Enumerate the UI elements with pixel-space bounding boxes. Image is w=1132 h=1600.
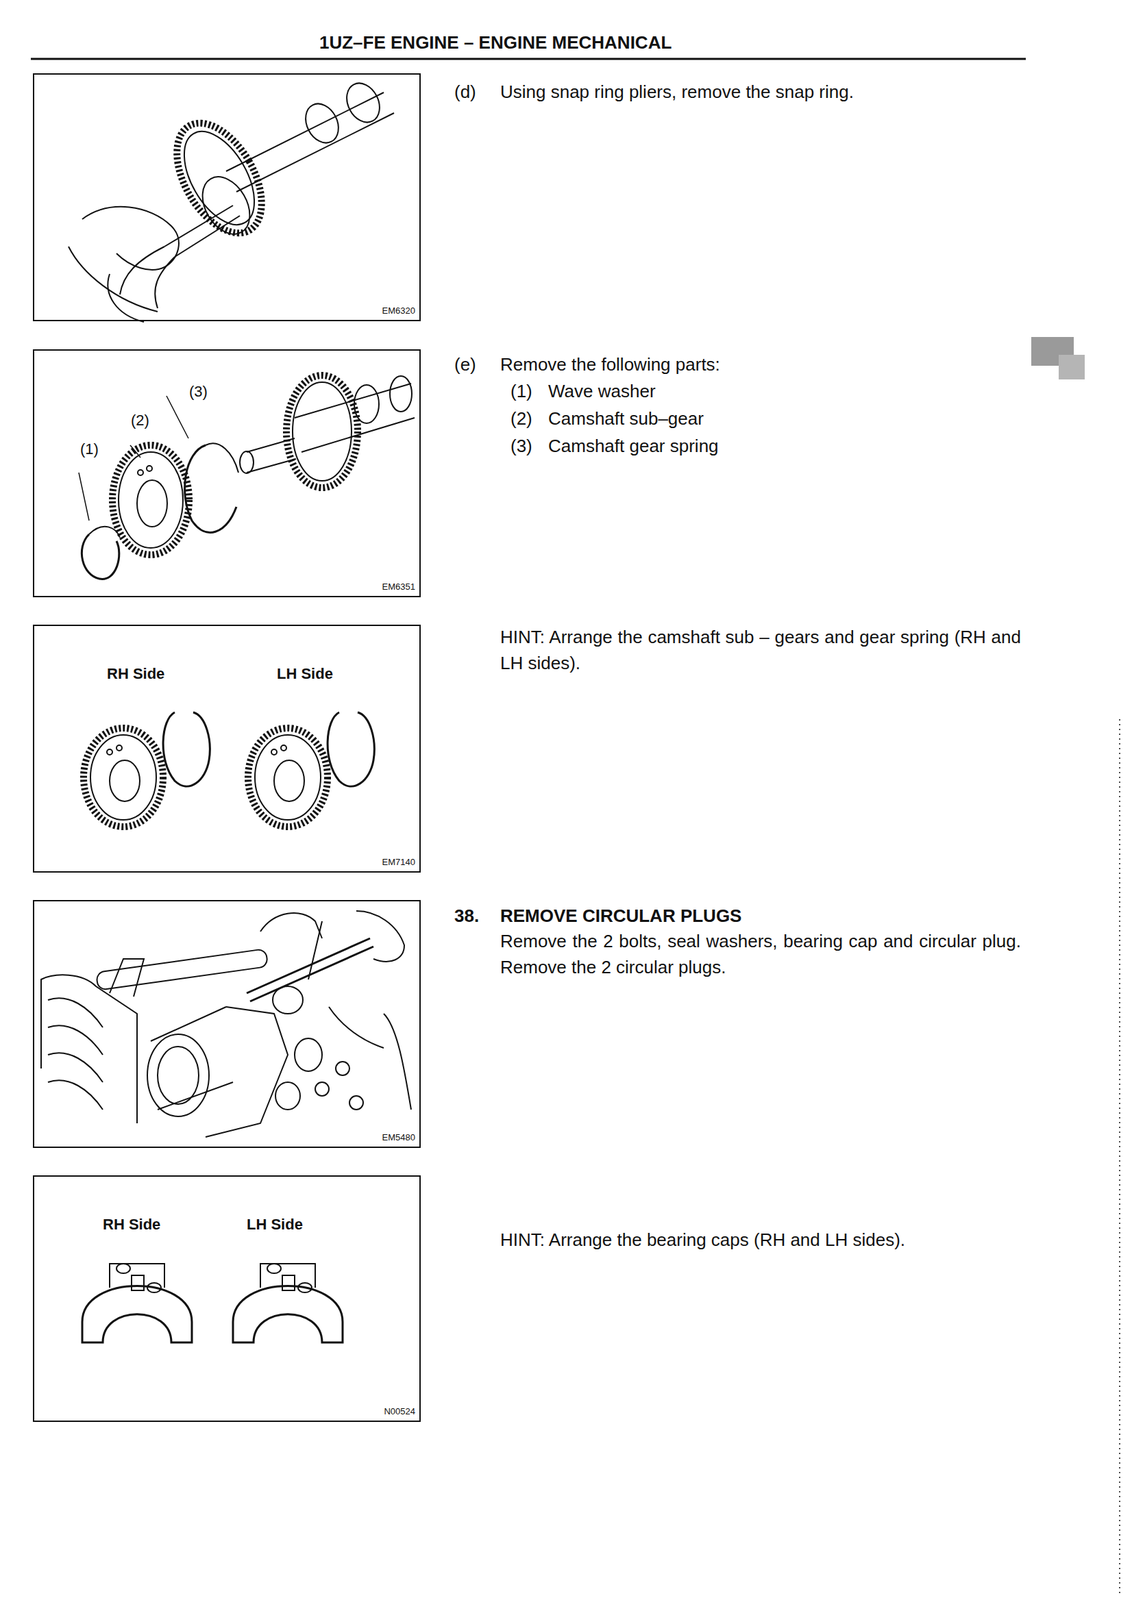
- callout-number: (2): [130, 409, 150, 432]
- instruction-text: HINT: Arrange the camshaft sub – gears a…: [500, 624, 1021, 677]
- side-label: RH Side: [106, 663, 165, 686]
- section-tab: [1058, 354, 1085, 380]
- figure-code: EM5480: [382, 1132, 416, 1146]
- figure-frame: RH Side LH SideEM7140: [32, 624, 421, 873]
- instruction-text: Camshaft sub–gear: [548, 406, 704, 433]
- engine-circular-plug-illustration: [41, 911, 412, 1138]
- figure-code: EM6320: [382, 304, 416, 318]
- instruction-text: Camshaft gear spring: [548, 433, 719, 460]
- page-edge: [1118, 719, 1121, 1597]
- sub-gear-spring-illustration: [83, 712, 375, 828]
- figure-code: N00524: [383, 1406, 416, 1420]
- figure-frame: EM5480: [32, 900, 421, 1149]
- camshaft-exploded-illustration: [78, 375, 415, 580]
- figure-frame: EM6320: [32, 73, 421, 322]
- instruction-text: (3): [510, 433, 533, 460]
- figure-code: EM7140: [382, 856, 416, 870]
- page-header: 1UZ–FE ENGINE – ENGINE MECHANICAL: [319, 30, 672, 57]
- instruction-text: HINT: Arrange the bearing caps (RH and L…: [500, 1227, 1021, 1254]
- figure-code: EM6351: [382, 581, 416, 595]
- header-rule: [30, 58, 1026, 61]
- instruction-text: (1): [510, 378, 533, 405]
- step-heading: 38.: [454, 903, 479, 930]
- callout-number: (3): [189, 380, 208, 403]
- figure-frame: RH Side LH SideN00524: [32, 1175, 421, 1423]
- instruction-text: Remove the 2 bolts, seal washers, bearin…: [500, 929, 1021, 981]
- instruction-text: Using snap ring pliers, remove the snap …: [500, 79, 854, 106]
- instruction-text: Wave washer: [548, 378, 656, 405]
- step-heading: REMOVE CIRCULAR PLUGS: [500, 903, 742, 930]
- instruction-text: Remove the following parts:: [500, 352, 721, 379]
- callout-number: (1): [80, 438, 99, 461]
- figure-frame: (3) (2) (1) EM6351: [32, 349, 421, 598]
- instruction-text: (2): [510, 406, 533, 433]
- instruction-text: (d): [454, 79, 477, 106]
- bearing-cap-illustration: [82, 1264, 343, 1344]
- camshaft-pliers-illustration: [68, 77, 395, 323]
- instruction-text: (e): [454, 352, 477, 379]
- side-label: LH Side: [246, 1214, 303, 1237]
- side-label: RH Side: [102, 1214, 161, 1237]
- side-label: LH Side: [276, 663, 334, 686]
